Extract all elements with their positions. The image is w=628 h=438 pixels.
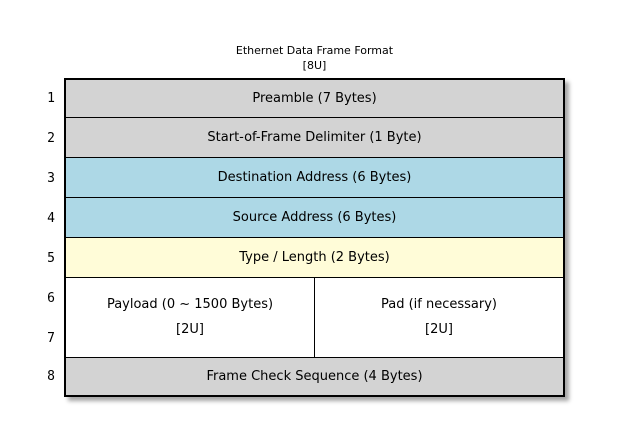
cell-payload-annotation: [2U]: [176, 322, 204, 337]
row-preamble-label: Preamble (7 Bytes): [252, 91, 377, 106]
ethernet-frame-table: Preamble (7 Bytes) Start-of-Frame Delimi…: [64, 78, 565, 397]
row-number-4: 4: [47, 211, 55, 226]
row-destination-address: Destination Address (6 Bytes): [66, 158, 563, 198]
row-preamble: Preamble (7 Bytes): [66, 80, 563, 118]
row-start-of-frame-delimiter: Start-of-Frame Delimiter (1 Byte): [66, 118, 563, 158]
diagram-subtitle: [8U]: [302, 59, 327, 72]
row-source-address: Source Address (6 Bytes): [66, 198, 563, 238]
row-payload-pad: Payload (0 ~ 1500 Bytes) [2U] Pad (if ne…: [66, 278, 563, 358]
row-number-5: 5: [47, 251, 55, 266]
row-type-length: Type / Length (2 Bytes): [66, 238, 563, 278]
cell-pad-label: Pad (if necessary): [380, 297, 497, 312]
row-frame-check-sequence-label: Frame Check Sequence (4 Bytes): [206, 369, 423, 384]
cell-pad: Pad (if necessary) [2U]: [315, 278, 563, 357]
cell-payload-label: Payload (0 ~ 1500 Bytes): [106, 297, 274, 312]
row-source-address-label: Source Address (6 Bytes): [232, 210, 397, 225]
cell-pad-annotation: [2U]: [425, 322, 453, 337]
row-destination-address-label: Destination Address (6 Bytes): [217, 170, 412, 185]
row-type-length-label: Type / Length (2 Bytes): [239, 250, 390, 265]
row-number-3: 3: [47, 171, 55, 186]
row-number-7: 7: [47, 331, 55, 346]
row-start-of-frame-delimiter-label: Start-of-Frame Delimiter (1 Byte): [207, 130, 422, 145]
diagram-title: Ethernet Data Frame Format: [235, 44, 394, 57]
row-number-2: 2: [47, 131, 55, 146]
row-number-8: 8: [47, 369, 55, 384]
row-frame-check-sequence: Frame Check Sequence (4 Bytes): [66, 358, 563, 395]
row-number-1: 1: [47, 91, 55, 106]
row-number-6: 6: [47, 291, 55, 306]
cell-payload: Payload (0 ~ 1500 Bytes) [2U]: [66, 278, 315, 357]
diagram-title-block: Ethernet Data Frame Format [8U]: [64, 43, 565, 73]
